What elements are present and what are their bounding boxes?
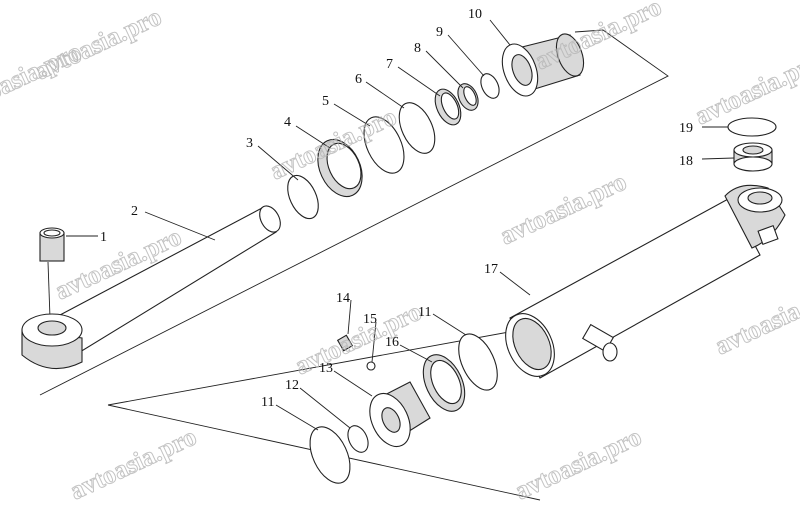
callout-11-upper: 11 — [418, 305, 431, 320]
callout-13: 13 — [319, 361, 333, 376]
part-12-o-ring — [347, 425, 369, 453]
callout-5: 5 — [322, 94, 329, 109]
svg-text:avtoasia.pro: avtoasia.pro — [65, 422, 201, 506]
callout-14: 14 — [336, 291, 350, 306]
callout-6: 6 — [355, 72, 362, 87]
svg-text:avtoasia.pro: avtoasia.pro — [290, 297, 426, 381]
callout-8: 8 — [414, 41, 421, 56]
callout-15: 15 — [363, 312, 377, 327]
part-2-piston-rod — [21, 205, 281, 370]
callout-11-lower: 11 — [261, 395, 274, 410]
part-11-ring-lower — [309, 426, 351, 484]
part-14-guide-pin — [336, 334, 354, 352]
part-19-snap-ring — [727, 117, 777, 137]
part-18-spherical-bearing — [733, 142, 773, 172]
part-9-ring — [480, 73, 500, 99]
callout-7: 7 — [386, 57, 393, 72]
part-1-bushing — [39, 227, 65, 262]
part-17-cylinder-barrel — [505, 184, 786, 379]
callout-labels: 1 2 3 4 5 6 7 8 9 10 19 18 17 11 14 15 1… — [100, 7, 693, 410]
svg-text:avtoasia.pro: avtoasia.pro — [495, 167, 631, 251]
callout-3: 3 — [246, 136, 253, 151]
part-10-gland — [501, 33, 585, 97]
callout-9: 9 — [436, 25, 443, 40]
callout-12: 12 — [285, 378, 299, 393]
callout-2: 2 — [131, 204, 138, 219]
callout-18: 18 — [679, 154, 693, 169]
callout-16: 16 — [385, 335, 399, 350]
callout-4: 4 — [284, 115, 291, 130]
callout-10: 10 — [468, 7, 482, 22]
svg-text:avtoasia.pro: avtoasia.pro — [530, 0, 666, 75]
part-5-ring — [363, 116, 405, 174]
svg-text:avtoasia.pro: avtoasia.pro — [710, 277, 800, 361]
callout-1: 1 — [100, 230, 107, 245]
callout-17: 17 — [484, 262, 498, 277]
seal-rings-group — [287, 73, 500, 220]
piston-assembly-group — [309, 333, 498, 484]
svg-text:avtoasia.pro: avtoasia.pro — [0, 37, 86, 121]
part-15-ball — [366, 361, 376, 371]
callout-leader-lines — [66, 19, 735, 431]
callout-19: 19 — [679, 121, 693, 136]
svg-text:avtoasia.pro: avtoasia.pro — [510, 422, 646, 506]
part-6-ring — [398, 102, 436, 154]
